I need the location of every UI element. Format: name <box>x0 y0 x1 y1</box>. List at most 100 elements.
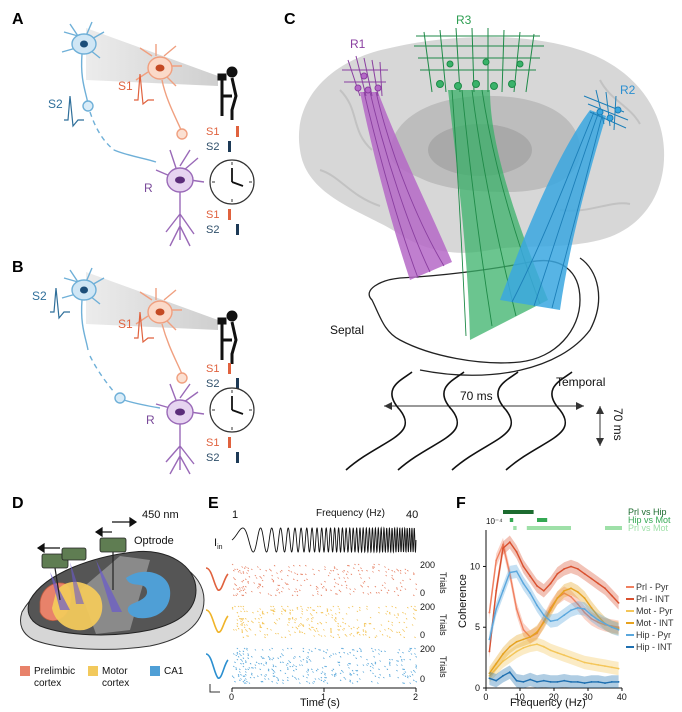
f-point <box>556 597 559 599</box>
panel-label-a: A <box>12 11 24 28</box>
spike-tick <box>242 680 245 683</box>
spike-tick <box>276 572 278 574</box>
spike-tick <box>236 593 239 595</box>
spike-tick <box>242 579 245 582</box>
spike-tick <box>338 611 341 614</box>
order-bar-s2-bottom-a <box>236 224 239 235</box>
label-r2: R2 <box>620 83 636 97</box>
spike-tick <box>232 676 235 679</box>
spike-tick <box>386 668 389 671</box>
spike-tick <box>403 621 406 624</box>
e-raster-mot <box>231 605 418 639</box>
spike-tick <box>333 566 336 568</box>
spike-tick <box>313 629 316 631</box>
spike-tick <box>364 622 367 625</box>
spike-tick <box>324 665 326 668</box>
spike-tick <box>271 658 274 661</box>
spike-tick <box>337 661 340 664</box>
spike-tick <box>378 649 380 651</box>
f-point <box>563 592 566 595</box>
spike-tick <box>362 582 365 584</box>
spike-tick <box>333 578 336 581</box>
spike-tick <box>396 616 398 619</box>
spike-tick <box>259 576 262 578</box>
e-freq-end: 40 <box>406 509 418 521</box>
order-bar-s2-top-b <box>236 378 239 389</box>
spike-tick <box>258 583 260 585</box>
spike-tick <box>261 610 264 613</box>
spike-tick <box>362 592 365 594</box>
spike-tick <box>286 583 289 585</box>
spike-tick <box>332 605 335 608</box>
spike-tick <box>298 589 301 592</box>
spike-tick <box>244 674 247 676</box>
spike-tick <box>337 629 340 631</box>
spike-tick <box>265 569 268 572</box>
spike-tick <box>300 616 302 619</box>
f-ytick-label: 0 <box>475 683 480 693</box>
spike-tick <box>362 664 365 666</box>
f-point <box>556 651 559 654</box>
spike-tick <box>262 657 265 659</box>
order-s1-top-b: S1 <box>206 363 219 375</box>
spike-tick <box>302 625 305 627</box>
spike-tick <box>242 589 245 592</box>
legend-label-0: Prelimbic <box>34 666 75 677</box>
f-point <box>536 604 538 607</box>
spike-tick <box>242 594 245 597</box>
spike-tick <box>238 618 241 620</box>
spike-tick <box>333 619 336 621</box>
spike-tick <box>405 618 408 620</box>
spike-tick <box>291 626 294 629</box>
spike-tick <box>399 589 402 592</box>
spike-tick <box>310 620 313 623</box>
spike-tick <box>374 649 377 651</box>
spike-tick <box>250 620 253 623</box>
spike-tick <box>262 613 265 615</box>
spike-tick <box>384 566 386 568</box>
spike-tick <box>272 664 275 666</box>
e-iin-label: Iin <box>214 537 223 551</box>
spike-tick <box>246 572 248 574</box>
f-point <box>590 606 593 609</box>
f-point <box>590 617 593 620</box>
spike-tick <box>232 653 235 655</box>
spike-tick <box>411 674 414 676</box>
f-point <box>536 681 538 683</box>
spike-tick <box>273 610 276 613</box>
order-s1-top-a: S1 <box>206 126 219 138</box>
spike-tick <box>326 609 329 611</box>
time-arrow-v-bottom-head <box>596 438 604 446</box>
spike-tick <box>355 657 358 659</box>
spike-tick <box>250 667 253 669</box>
spike-tick <box>396 587 398 589</box>
spike-tick <box>241 629 244 631</box>
spike-tick <box>358 609 361 611</box>
f-point <box>563 654 566 657</box>
f-sig-bar-2-1 <box>526 526 571 530</box>
f-sig-bar-2-0 <box>513 526 517 530</box>
f-point <box>576 606 579 609</box>
spike-tick <box>271 680 274 683</box>
spike-s2-a <box>64 95 84 128</box>
spike-tick <box>284 672 287 675</box>
spike-tick <box>232 629 235 631</box>
spike-tick <box>301 624 304 626</box>
spike-tick <box>259 584 262 587</box>
f-point <box>570 565 572 568</box>
spike-tick <box>244 578 247 581</box>
e-scale-bar <box>209 684 220 693</box>
spike-tick <box>240 624 242 626</box>
spike-tick <box>402 682 404 684</box>
spike-tick <box>315 588 318 590</box>
spike-tick <box>372 567 374 569</box>
spike-tick <box>271 574 274 577</box>
f-point <box>542 621 545 624</box>
spike-tick <box>360 577 362 579</box>
f-point <box>508 541 511 544</box>
spike-tick <box>382 676 385 679</box>
spike-tick <box>397 613 400 615</box>
spike-tick <box>321 667 324 669</box>
spike-tick <box>309 613 312 615</box>
spike-tick <box>276 619 278 621</box>
